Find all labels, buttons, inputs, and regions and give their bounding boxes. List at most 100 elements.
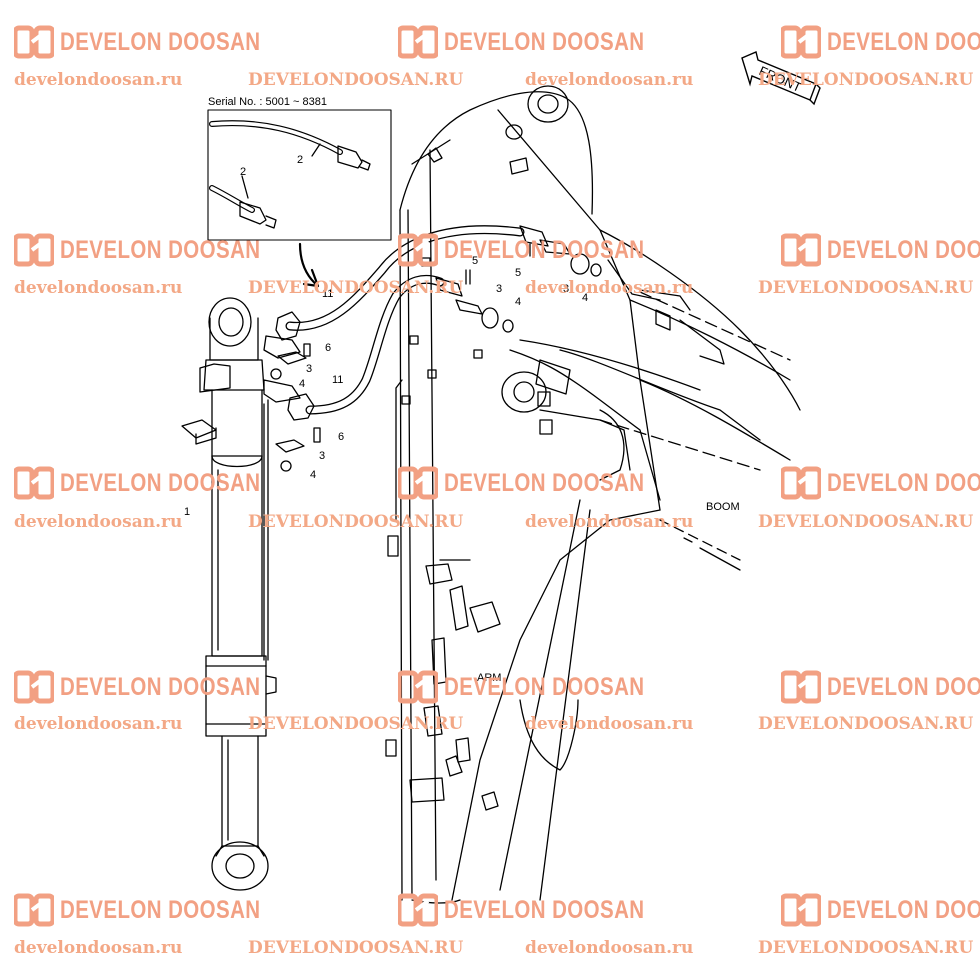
develon-logo-icon — [781, 670, 821, 704]
watermark-logo: DEVELON DOOSAN — [781, 893, 980, 927]
callout-4: 4 — [515, 296, 522, 308]
develon-logo-icon — [781, 233, 821, 267]
watermark-url: develondoosan.ru — [14, 512, 183, 532]
callout-4: 4 — [310, 469, 317, 481]
watermark-logo: DEVELON DOOSAN — [14, 233, 305, 267]
watermark-logo: DEVELON DOOSAN — [781, 233, 980, 267]
callout-3: 3 — [496, 283, 503, 295]
develon-logo-icon — [781, 25, 821, 59]
watermark-url: DEVELONDOOSAN.RU — [758, 70, 974, 90]
watermark-brand: DEVELON DOOSAN — [444, 895, 645, 924]
callout-2: 2 — [240, 166, 247, 178]
watermark-brand: DEVELON DOOSAN — [60, 27, 261, 56]
front-direction-arrow: FRONT — [741, 51, 821, 106]
watermark-brand: DEVELON DOOSAN — [444, 235, 645, 264]
develon-logo-icon — [14, 233, 54, 267]
watermark-brand: DEVELON DOOSAN — [827, 235, 980, 264]
watermark-url: develondoosan.ru — [525, 70, 694, 90]
watermark-logo: DEVELON DOOSAN — [781, 25, 980, 59]
watermark-url: develondoosan.ru — [525, 714, 694, 734]
callout-6: 6 — [338, 431, 345, 443]
watermark-brand: DEVELON DOOSAN — [827, 468, 980, 497]
watermark-brand: DEVELON DOOSAN — [60, 672, 261, 701]
watermark-logo: DEVELON DOOSAN — [398, 893, 689, 927]
watermark-logo: DEVELON DOOSAN — [14, 25, 305, 59]
develon-logo-icon — [14, 466, 54, 500]
watermark-url: develondoosan.ru — [14, 714, 183, 734]
callout-1: 1 — [184, 506, 191, 518]
develon-logo-icon — [14, 670, 54, 704]
watermark-logo: DEVELON DOOSAN — [781, 670, 980, 704]
develon-logo-icon — [398, 233, 438, 267]
watermark-logo: DEVELON DOOSAN — [398, 670, 689, 704]
callout-3: 3 — [306, 363, 313, 375]
watermark-url: DEVELONDOOSAN.RU — [758, 278, 974, 298]
watermark-url: develondoosan.ru — [525, 938, 694, 958]
watermark-url: develondoosan.ru — [14, 278, 183, 298]
watermark-url: DEVELONDOOSAN.RU — [248, 938, 464, 958]
watermark-brand: DEVELON DOOSAN — [60, 468, 261, 497]
elbow-fitting-upper — [275, 311, 301, 341]
watermark-url: DEVELONDOOSAN.RU — [248, 512, 464, 532]
watermark-url: DEVELONDOOSAN.RU — [758, 512, 974, 532]
watermark-logo: DEVELON DOOSAN — [398, 466, 689, 500]
watermark-brand: DEVELON DOOSAN — [444, 672, 645, 701]
callout-6: 6 — [325, 342, 332, 354]
develon-logo-icon — [398, 670, 438, 704]
watermark-brand: DEVELON DOOSAN — [444, 27, 645, 56]
develon-logo-icon — [398, 466, 438, 500]
watermark-brand: DEVELON DOOSAN — [827, 672, 980, 701]
watermark-url: DEVELONDOOSAN.RU — [248, 70, 464, 90]
develon-logo-icon — [781, 466, 821, 500]
watermark-url: develondoosan.ru — [14, 70, 183, 90]
watermark-logo: DEVELON DOOSAN — [781, 466, 980, 500]
callout-5: 5 — [472, 255, 479, 267]
develon-logo-icon — [781, 893, 821, 927]
callout-4: 4 — [582, 292, 589, 304]
boom-structure — [501, 229, 801, 571]
watermark-brand: DEVELON DOOSAN — [827, 895, 980, 924]
serial-note: Serial No. : 5001 ~ 8381 — [208, 96, 327, 108]
elbow-fitting-lower — [287, 393, 315, 421]
detail-fitting-lower — [239, 201, 267, 225]
callout-5: 5 — [515, 267, 522, 279]
callout-3: 3 — [319, 450, 326, 462]
watermark-logo: DEVELON DOOSAN — [14, 466, 305, 500]
watermark-brand: DEVELON DOOSAN — [827, 27, 980, 56]
hose-11-upper — [285, 225, 525, 331]
watermark-logo: DEVELON DOOSAN — [398, 25, 689, 59]
watermark-logo: DEVELON DOOSAN — [398, 233, 689, 267]
detail-fitting-upper — [337, 145, 363, 169]
watermark-brand: DEVELON DOOSAN — [60, 235, 261, 264]
detail-pointer-arrow — [298, 242, 320, 288]
callout-3: 3 — [563, 283, 570, 295]
serial-detail-box — [207, 109, 392, 241]
watermark-url: DEVELONDOOSAN.RU — [758, 938, 974, 958]
flange-left — [181, 419, 217, 439]
boom-label: BOOM — [706, 501, 740, 513]
watermark-url: develondoosan.ru — [525, 278, 694, 298]
watermark-url: develondoosan.ru — [14, 938, 183, 958]
callout-2: 2 — [297, 154, 304, 166]
watermark-logo: DEVELON DOOSAN — [14, 670, 305, 704]
develon-logo-icon — [398, 25, 438, 59]
watermark-url: DEVELONDOOSAN.RU — [758, 714, 974, 734]
callout-4: 4 — [299, 378, 306, 390]
port-block-lower — [263, 379, 301, 403]
watermark-brand: DEVELON DOOSAN — [60, 895, 261, 924]
watermark-url: DEVELONDOOSAN.RU — [248, 714, 464, 734]
hose-11-lower — [305, 274, 445, 415]
watermark-url: develondoosan.ru — [525, 512, 694, 532]
callout-11: 11 — [322, 288, 334, 300]
arm-label: ARM — [477, 672, 502, 684]
watermark-url: DEVELONDOOSAN.RU — [248, 278, 464, 298]
callout-11: 11 — [332, 374, 344, 386]
develon-logo-icon — [398, 893, 438, 927]
watermark-logo: DEVELON DOOSAN — [14, 893, 305, 927]
develon-logo-icon — [14, 893, 54, 927]
watermark-brand: DEVELON DOOSAN — [444, 468, 645, 497]
develon-logo-icon — [14, 25, 54, 59]
arm-structure — [385, 85, 661, 904]
